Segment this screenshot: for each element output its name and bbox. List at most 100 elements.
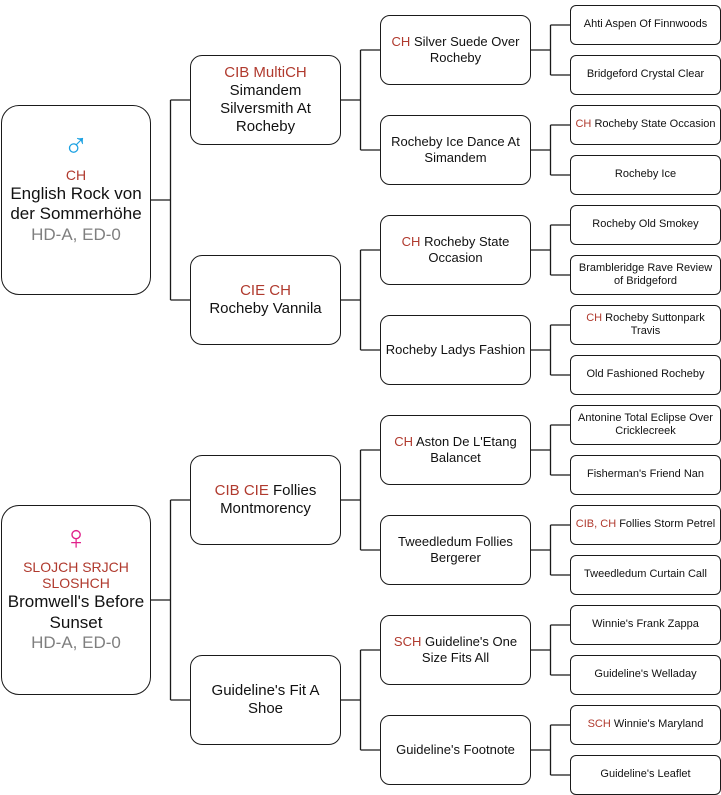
dog-name: Follies Storm Petrel bbox=[619, 518, 716, 531]
dam-box: Old Fashioned Rocheby bbox=[570, 355, 721, 395]
dam-box: Guideline's Footnote bbox=[380, 715, 531, 785]
dog-name: Rocheby State Occasion bbox=[424, 234, 510, 265]
dog-label: CIB, CH Follies Storm Petrel bbox=[576, 518, 715, 531]
dog-name: Rocheby Ladys Fashion bbox=[385, 342, 526, 358]
dog-label: Brambleridge Rave Review of Bridgeford bbox=[574, 262, 717, 288]
dog-title: CIB, CH bbox=[575, 518, 617, 531]
sire-box: Winnie's Frank Zappa bbox=[570, 605, 721, 645]
sire-box: CH Rocheby State Occasion bbox=[380, 215, 531, 285]
dog-label: Rocheby Ice bbox=[615, 168, 676, 181]
dog-name: Guideline's One Size Fits All bbox=[421, 634, 518, 665]
dog-name: Simandem Silversmith At Rocheby bbox=[220, 82, 311, 135]
dog-label: Bridgeford Crystal Clear bbox=[587, 68, 704, 81]
dam-box: Brambleridge Rave Review of Bridgeford bbox=[570, 255, 721, 295]
dog-name: Follies Montmorency bbox=[220, 482, 317, 517]
dog-name: Tweedledum Follies Bergerer bbox=[398, 534, 513, 565]
dog-label: CIB CIE Follies Montmorency bbox=[194, 482, 337, 518]
dog-name: Silver Suede Over Rocheby bbox=[413, 34, 520, 65]
dog-name: Winnie's Maryland bbox=[613, 718, 704, 731]
dam-box: Tweedledum Follies Bergerer bbox=[380, 515, 531, 585]
sire-box: CH Silver Suede Over Rocheby bbox=[380, 15, 531, 85]
dog-label: Winnie's Frank Zappa bbox=[592, 618, 699, 631]
dog-label: SCH Winnie's Maryland bbox=[588, 718, 704, 731]
health-results: HD-A, ED-0 bbox=[31, 632, 121, 652]
dog-name: Guideline's Welladay bbox=[594, 668, 697, 681]
dog-label: Antonine Total Eclipse Over Cricklecreek bbox=[574, 412, 717, 438]
dog-label: Guideline's Leaflet bbox=[600, 768, 690, 781]
sire-box: SCH Guideline's One Size Fits All bbox=[380, 615, 531, 685]
dog-name: Antonine Total Eclipse Over Cricklecreek bbox=[578, 411, 713, 437]
dam-box: Rocheby Ice bbox=[570, 155, 721, 195]
dog-name: Rocheby Suttonpark Travis bbox=[605, 311, 705, 337]
female-symbol-icon: ♀ bbox=[63, 518, 89, 557]
dog-name: Guideline's Leaflet bbox=[600, 768, 691, 781]
dog-title: CH bbox=[401, 234, 421, 250]
dog-name: Rocheby Ice Dance At Simandem bbox=[391, 134, 520, 165]
dam-box: Tweedledum Curtain Call bbox=[570, 555, 721, 595]
dog-name: Old Fashioned Rocheby bbox=[586, 368, 705, 381]
dog-label: Rocheby Ice Dance At Simandem bbox=[384, 134, 527, 165]
sire-box: CH Rocheby State Occasion bbox=[570, 105, 721, 145]
dog-label: Rocheby Old Smokey bbox=[592, 218, 698, 231]
dam-box: Bridgeford Crystal Clear bbox=[570, 55, 721, 95]
dog-name: Ahti Aspen Of Finnwoods bbox=[583, 18, 708, 31]
dog-title: SCH bbox=[393, 634, 422, 650]
dog-name: Winnie's Frank Zappa bbox=[592, 618, 699, 631]
dog-label: Old Fashioned Rocheby bbox=[586, 368, 704, 381]
dog-title: CIE CH bbox=[240, 282, 291, 299]
dog-label: CH Rocheby Suttonpark Travis bbox=[574, 312, 717, 338]
dog-label: CH Aston De L'Etang Balancet bbox=[384, 434, 527, 465]
dam-box: Fisherman's Friend Nan bbox=[570, 455, 721, 495]
dog-label: CH Rocheby State Occasion bbox=[384, 234, 527, 265]
dam-box: Guideline's Leaflet bbox=[570, 755, 721, 795]
dam-box: Guideline's Fit A Shoe bbox=[190, 655, 341, 745]
dog-label: Fisherman's Friend Nan bbox=[587, 468, 704, 481]
sire-box: CH Rocheby Suttonpark Travis bbox=[570, 305, 721, 345]
dog-name: Fisherman's Friend Nan bbox=[586, 468, 705, 481]
dog-name: Bromwell's Before Sunset bbox=[7, 592, 145, 632]
dog-name: Rocheby Vannila bbox=[209, 300, 322, 317]
dog-name: Bridgeford Crystal Clear bbox=[586, 68, 705, 81]
dog-label: SCH Guideline's One Size Fits All bbox=[384, 634, 527, 665]
sire-box: Ahti Aspen Of Finnwoods bbox=[570, 5, 721, 45]
dog-label: Guideline's Fit A Shoe bbox=[194, 682, 337, 718]
dog-title: CH bbox=[586, 311, 603, 324]
dog-title: CH bbox=[575, 118, 592, 131]
dog-name: Aston De L'Etang Balancet bbox=[415, 434, 517, 465]
dog-title: CIB MultiCH bbox=[224, 64, 307, 81]
dog-name: Tweedledum Curtain Call bbox=[584, 568, 707, 581]
sire-box: CIB CIE Follies Montmorency bbox=[190, 455, 341, 545]
dog-title: CH bbox=[394, 434, 414, 450]
dog-label: CH Rocheby State Occasion bbox=[575, 118, 715, 131]
dog-name: English Rock von der Sommerhöhe bbox=[10, 183, 142, 224]
dog-name: Rocheby Ice bbox=[614, 168, 677, 181]
sire-box: SCH Winnie's Maryland bbox=[570, 705, 721, 745]
dam-box: Rocheby Ice Dance At Simandem bbox=[380, 115, 531, 185]
dog-label: Guideline's Footnote bbox=[396, 742, 515, 758]
dam-box: Guideline's Welladay bbox=[570, 655, 721, 695]
dog-name: Rocheby State Occasion bbox=[594, 118, 716, 131]
dog-title: CH bbox=[391, 34, 411, 50]
dog-label: Tweedledum Follies Bergerer bbox=[384, 534, 527, 565]
sire-box: CH Aston De L'Etang Balancet bbox=[380, 415, 531, 485]
male-symbol-icon: ♂ bbox=[63, 127, 89, 166]
dog-label: Rocheby Ladys Fashion bbox=[386, 342, 525, 358]
dog-name: Guideline's Fit A Shoe bbox=[211, 682, 320, 717]
dam-box: Rocheby Ladys Fashion bbox=[380, 315, 531, 385]
dog-label: Guideline's Welladay bbox=[594, 668, 696, 681]
dog-label: CH Silver Suede Over Rocheby bbox=[384, 34, 527, 65]
dog-name: Guideline's Footnote bbox=[396, 742, 515, 758]
dog-title: SCH bbox=[587, 718, 611, 731]
health-results: HD-A, ED-0 bbox=[31, 224, 121, 244]
dog-title: SLOJCH SRJCH SLOSHCH bbox=[23, 558, 129, 592]
